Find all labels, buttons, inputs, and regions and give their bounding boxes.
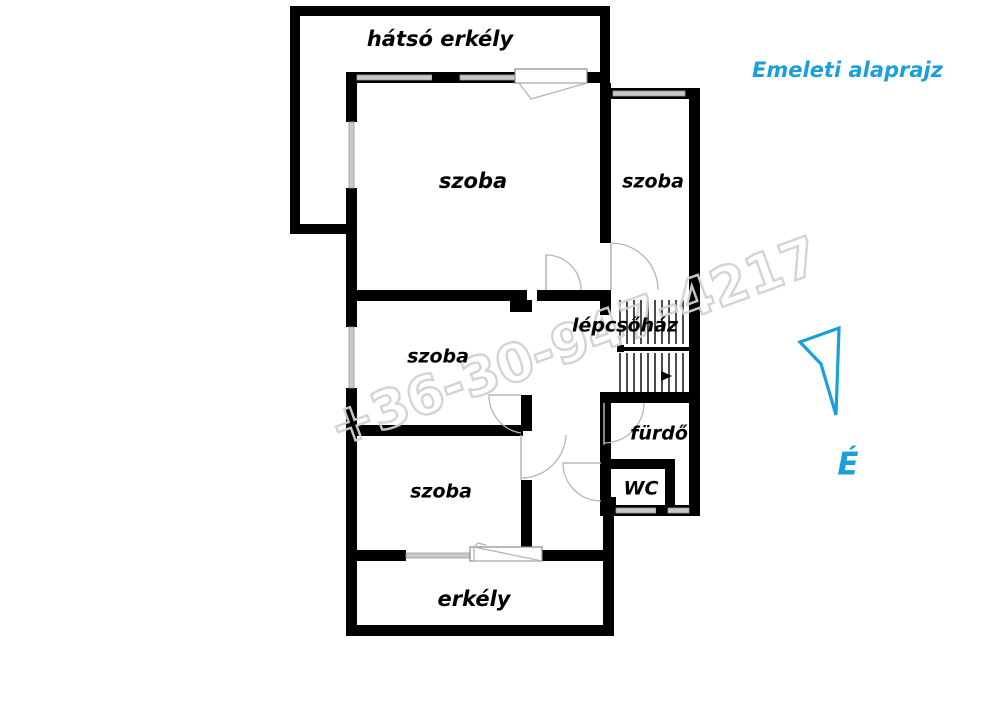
watermark: +36-30-947-4217 xyxy=(320,224,828,460)
room-label-hatso-erkely: hátsó erkély xyxy=(367,27,515,51)
page-title: Emeleti alaprajz xyxy=(752,58,944,82)
room-label-szoba-top: szoba xyxy=(439,169,507,193)
compass-north-letter: É xyxy=(837,447,858,483)
room-label-szoba-bottom: szoba xyxy=(410,481,472,503)
room-label-lepcsohaz: lépcsőház xyxy=(572,315,679,337)
room-hatso-erkely xyxy=(290,6,610,234)
room-label-wc: WC xyxy=(624,478,659,500)
balcony-doors xyxy=(469,68,588,562)
staircase xyxy=(615,300,689,392)
compass-rose: É xyxy=(797,325,859,483)
room-label-erkely: erkély xyxy=(438,587,512,611)
compass-arrow-icon xyxy=(797,325,841,416)
room-label-furdo: fürdő xyxy=(630,423,688,445)
room-label-szoba-middle: szoba xyxy=(407,346,469,368)
room-label-szoba-right: szoba xyxy=(622,171,684,193)
building-interior-walls xyxy=(346,83,700,561)
windows xyxy=(348,72,690,559)
watermark-phone: +36-30-947-4217 xyxy=(321,225,827,459)
interior-doors xyxy=(488,242,659,502)
stair-direction-arrow xyxy=(661,371,672,381)
